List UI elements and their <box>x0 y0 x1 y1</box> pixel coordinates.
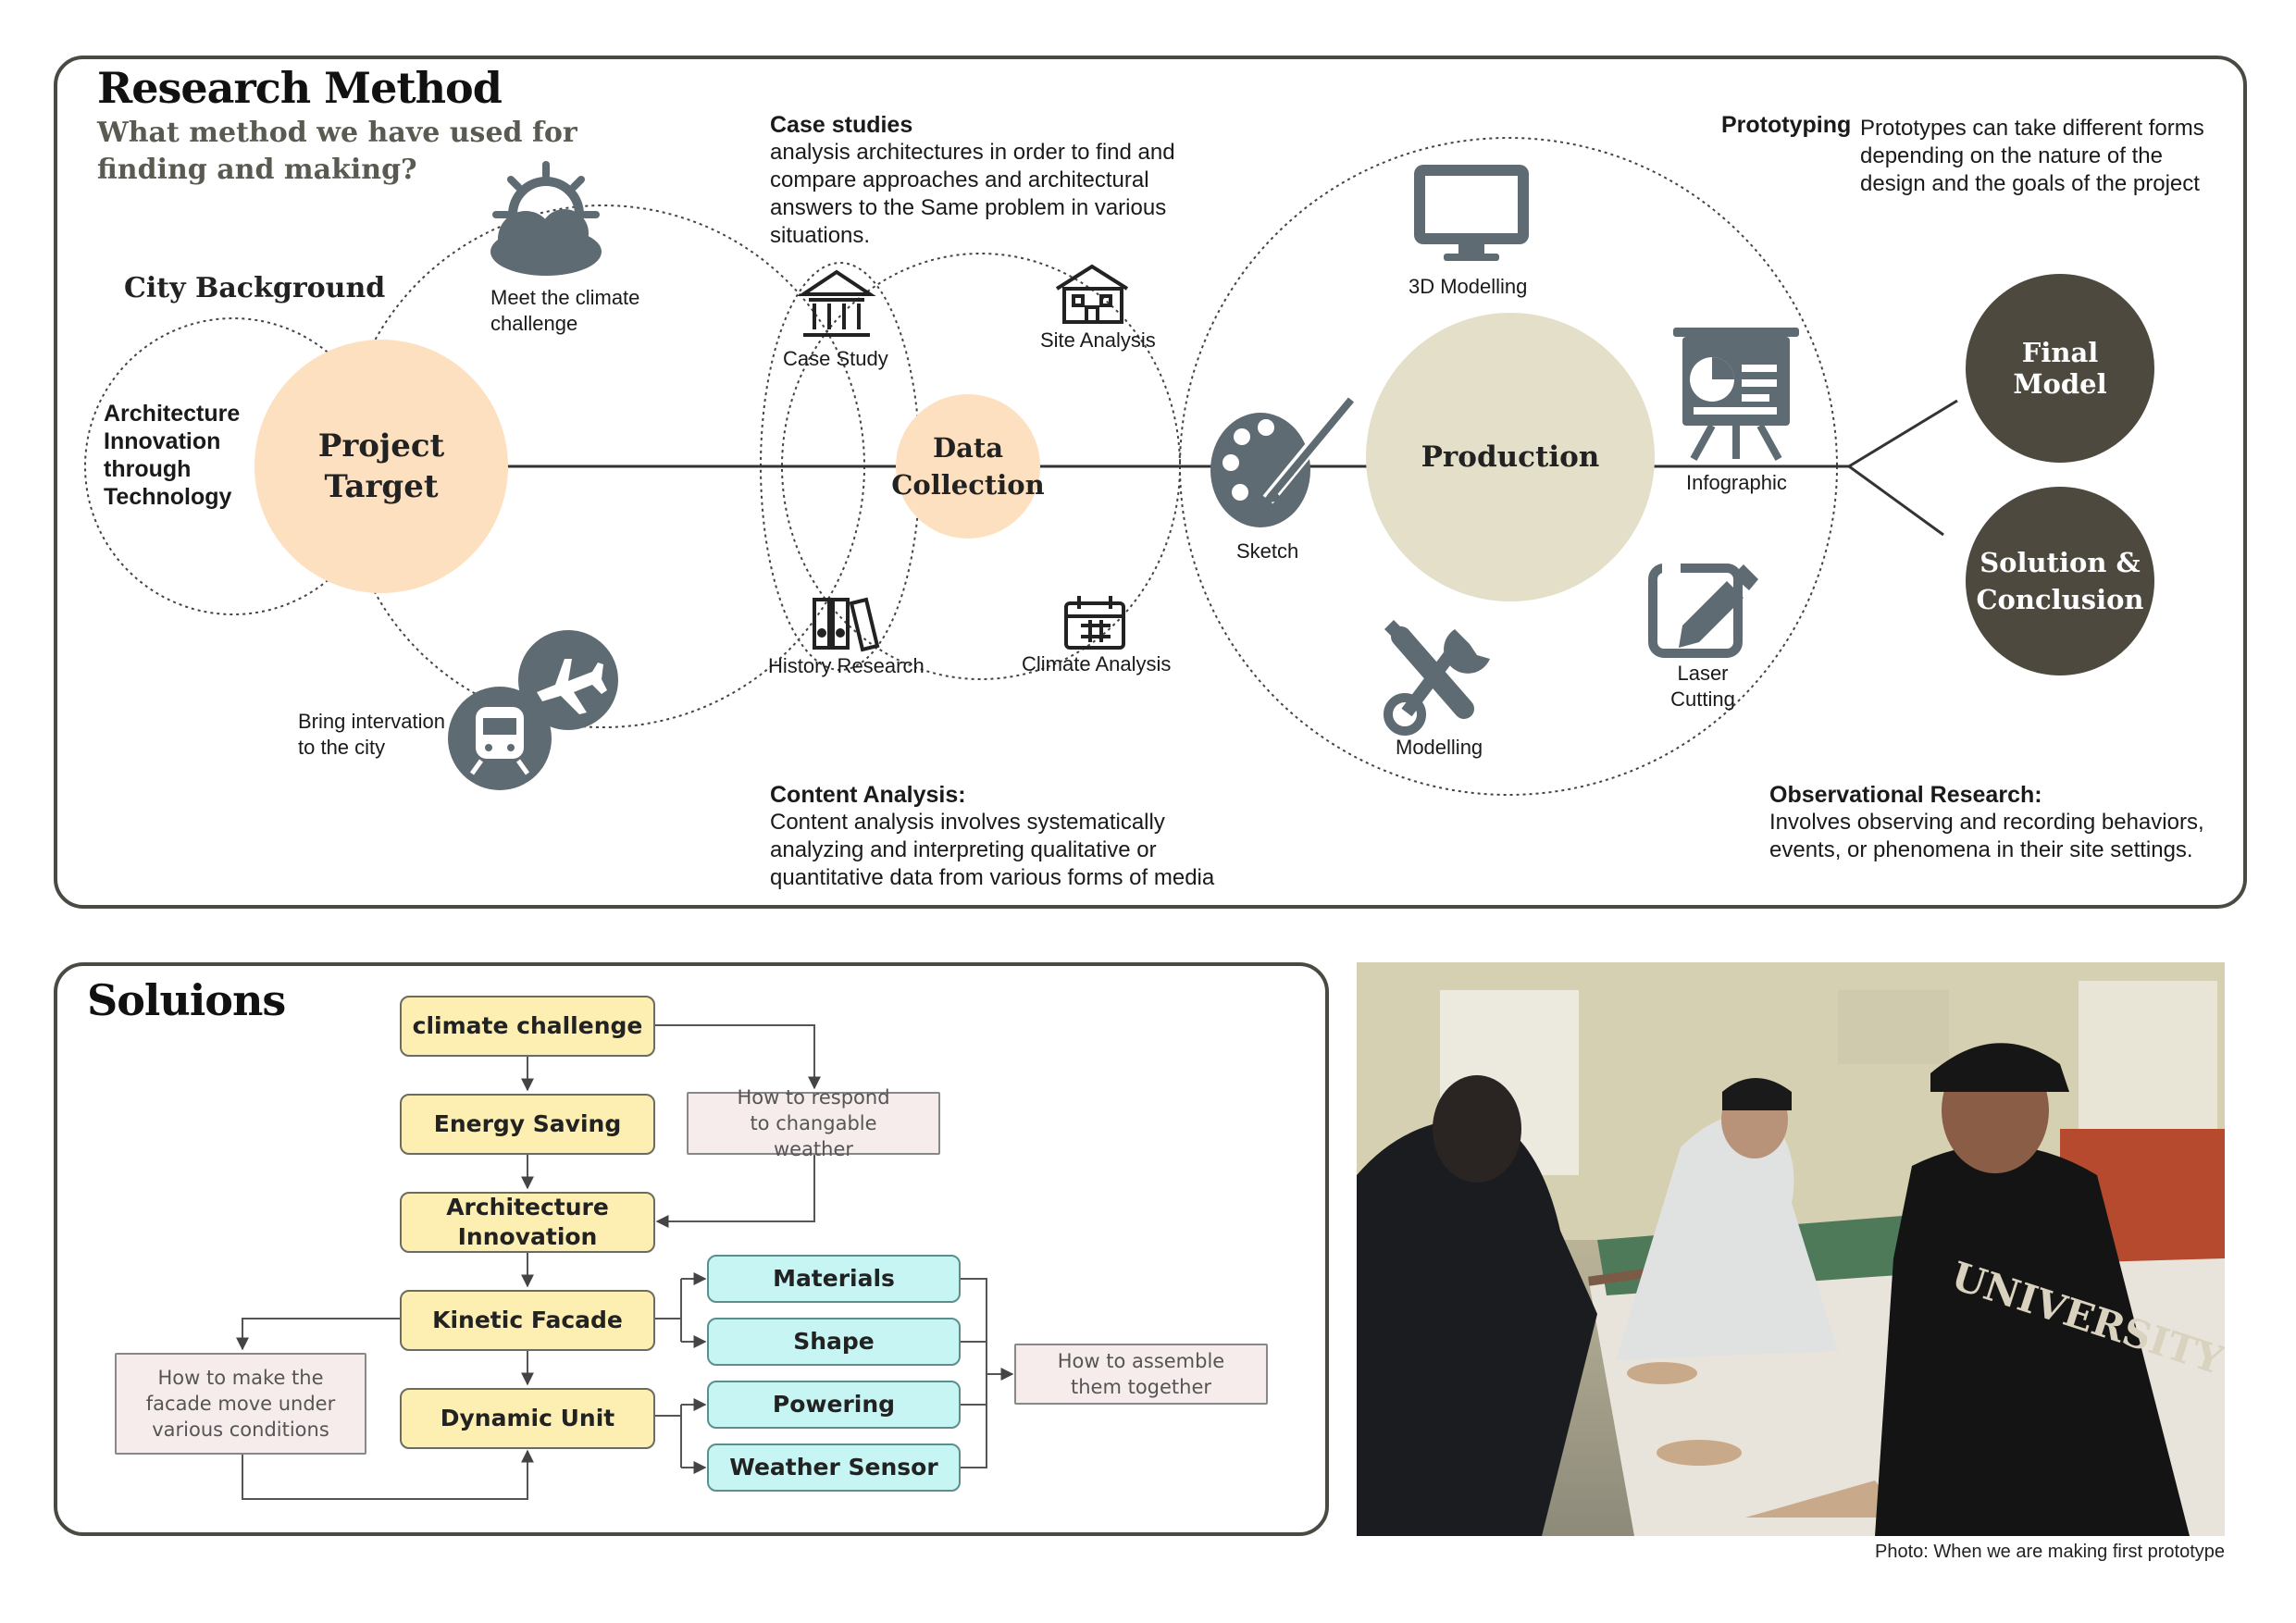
modelling-label: Modelling <box>1396 736 1483 759</box>
weather-sensor-box: Weather Sensor <box>707 1443 961 1492</box>
infographic-label: Infographic <box>1686 471 1787 494</box>
solution-circle <box>1966 487 2154 675</box>
materials-box: Materials <box>707 1255 961 1303</box>
laser-cutting-label: Laser Cutting <box>1670 662 1735 711</box>
binders-icon <box>813 597 880 652</box>
case-studies-body: analysis architectures in order to find … <box>770 140 1175 248</box>
photo-scene: UNIVERSITY <box>1357 962 2225 1536</box>
airplane-icon <box>518 630 618 730</box>
prototype-photo: UNIVERSITY <box>1357 962 2225 1536</box>
assemble-note: How to assemble them together <box>1014 1344 1268 1405</box>
case-study-label: Case Study <box>783 347 888 370</box>
data-collection-label: Data Collection <box>891 432 1045 501</box>
calendar-icon <box>1064 596 1125 650</box>
monitor-icon <box>1414 165 1529 261</box>
edit-icon <box>1648 561 1758 658</box>
climate-challenge-note: Meet the climate challenge <box>490 286 640 335</box>
architecture-innovation-box: Architecture Innovation <box>400 1192 655 1253</box>
case-studies-heading: Case studies <box>770 112 913 138</box>
house-icon <box>1055 264 1129 324</box>
content-analysis-heading: Content Analysis: <box>770 782 966 808</box>
prototyping-body: Prototypes can take different forms depe… <box>1860 116 2204 196</box>
photo-caption: Photo: When we are making first prototyp… <box>1875 1542 2225 1562</box>
data-collection-circle <box>896 394 1040 539</box>
final-model-label: Final Model <box>2013 337 2107 400</box>
3d-modelling-label: 3D Modelling <box>1409 275 1528 298</box>
history-research-label: History Research <box>768 654 925 677</box>
energy-saving-box: Energy Saving <box>400 1094 655 1155</box>
facade-move-note: How to make the facade move under variou… <box>115 1353 366 1455</box>
climate-analysis-label: Climate Analysis <box>1022 652 1172 675</box>
respond-weather-note: How to respond to changable weather <box>687 1086 940 1160</box>
content-analysis-body: Content analysis involves systematically… <box>770 810 1215 890</box>
research-method-subtitle: What method we have used for finding and… <box>97 117 577 186</box>
architecture-innovation-text: Architecture Innovation through Technolo… <box>104 401 241 510</box>
observational-research-body: Involves observing and recording behavio… <box>1769 810 2204 862</box>
case-study-icon <box>797 269 876 337</box>
production-label: Production <box>1421 440 1600 474</box>
solutions-title: Soluions <box>87 975 286 1025</box>
final-model-circle <box>1966 274 2154 463</box>
dynamic-unit-box: Dynamic Unit <box>400 1388 655 1449</box>
project-target-circle <box>254 340 508 593</box>
research-method-title: Research Method <box>97 63 503 113</box>
production-circle <box>1366 313 1655 601</box>
project-target-label: Project Target <box>317 427 445 505</box>
solution-conclusion-label: Solution & Conclusion <box>1976 547 2144 615</box>
observational-research-heading: Observational Research: <box>1769 782 2042 808</box>
palette-icon <box>1210 393 1357 527</box>
fork-line-upper <box>1848 399 1958 468</box>
tools-icon <box>1384 620 1490 736</box>
sun-cloud-icon <box>490 161 602 276</box>
prototyping-heading: Prototyping <box>1721 112 1852 138</box>
bring-intervention-note: Bring intervation to the city <box>298 710 445 759</box>
shape-box: Shape <box>707 1318 961 1366</box>
kinetic-facade-box: Kinetic Facade <box>400 1290 655 1351</box>
infographic-icon <box>1673 328 1799 461</box>
city-background-label: City Background <box>124 272 386 304</box>
train-icon <box>448 687 552 790</box>
sketch-label: Sketch <box>1236 539 1299 563</box>
climate-challenge-box: climate challenge <box>400 996 655 1057</box>
site-analysis-label: Site Analysis <box>1040 328 1156 352</box>
powering-box: Powering <box>707 1381 961 1429</box>
fork-line-lower <box>1848 465 1944 537</box>
